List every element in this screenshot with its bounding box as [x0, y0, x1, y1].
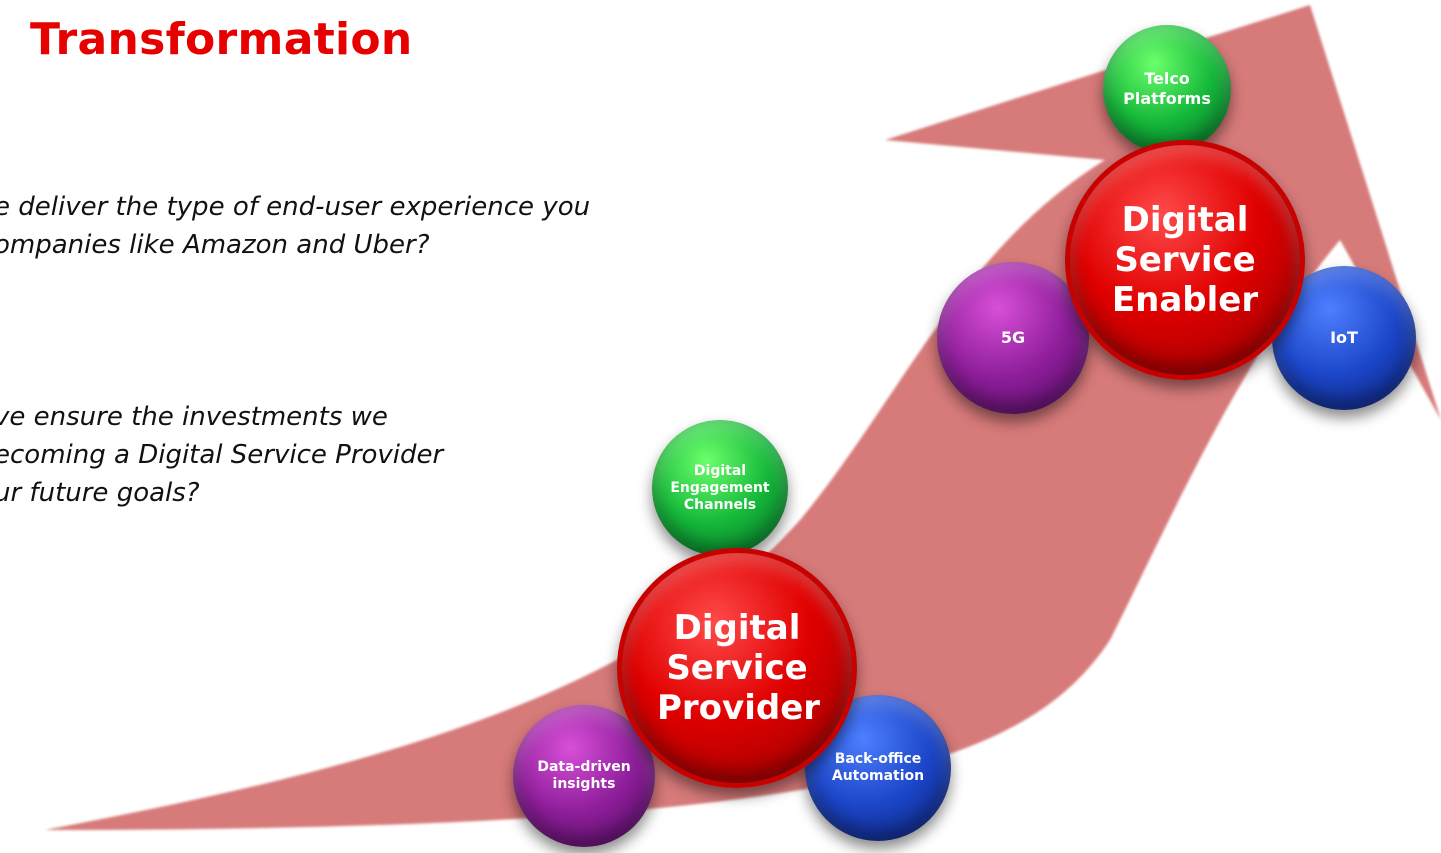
question-2-line-1: ve ensure the investments we [0, 402, 388, 432]
5g-label: 5G [1000, 328, 1026, 347]
telco-platforms-label: Telco Platforms [1123, 69, 1211, 108]
telco-platforms-bubble: Telco Platforms [1103, 25, 1231, 153]
question-2: ve ensure the investments we ecoming a D… [0, 398, 443, 512]
back-office-automation-label: Back-office Automation [831, 751, 925, 784]
digital-service-provider-label: Digital Service Provider [657, 608, 821, 728]
question-1-line-1: e deliver the type of end-user experienc… [0, 192, 591, 222]
question-1-line-2: ompanies like Amazon and Uber? [0, 230, 430, 260]
iot-label: IoT [1330, 328, 1358, 347]
digital-service-provider-bubble: Digital Service Provider [617, 548, 857, 788]
page-title: Transformation [30, 14, 413, 65]
question-2-line-2: ecoming a Digital Service Provider [0, 440, 444, 470]
digital-engagement-channels-label: Digital Engagement Channels [670, 462, 770, 513]
digital-service-enabler-bubble: Digital Service Enabler [1065, 140, 1305, 380]
question-2-line-3: ur future goals? [0, 478, 200, 508]
digital-engagement-channels-bubble: Digital Engagement Channels [652, 420, 788, 556]
data-driven-insights-label: Data-driven insights [537, 759, 631, 792]
question-1: e deliver the type of end-user experienc… [0, 188, 590, 264]
data-driven-insights-bubble: Data-driven insights [513, 705, 655, 847]
5g-bubble: 5G [937, 262, 1089, 414]
digital-service-enabler-label: Digital Service Enabler [1111, 200, 1259, 320]
